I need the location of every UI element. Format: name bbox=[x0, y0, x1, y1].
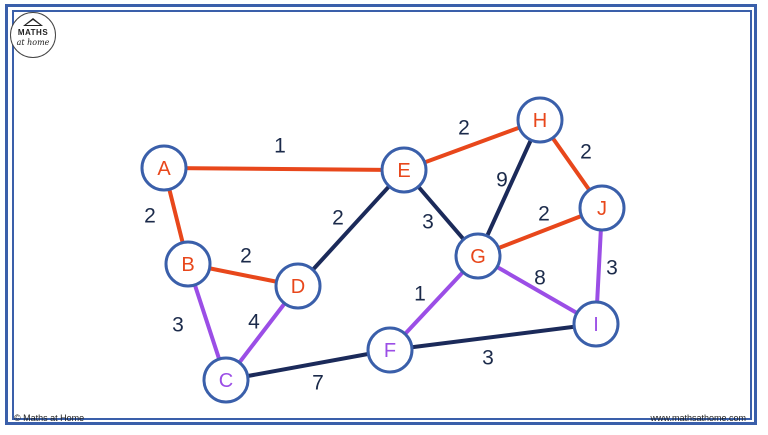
weight-f-i: 3 bbox=[482, 347, 494, 370]
node-g: G bbox=[454, 232, 502, 280]
node-circle bbox=[578, 184, 626, 232]
edge-a-e bbox=[162, 166, 406, 172]
weight-a-e: 1 bbox=[274, 135, 286, 158]
weights-layer: 1 2 2 3 4 2 7 2 3 9 2 2 1 8 3 3 bbox=[144, 117, 618, 395]
node-label: F bbox=[384, 340, 396, 362]
weight-c-f: 7 bbox=[312, 372, 324, 395]
edge-h-g bbox=[476, 118, 542, 258]
website-url: www.mathsathome.com bbox=[650, 413, 746, 423]
node-circle bbox=[140, 144, 188, 192]
copyright-text: © Maths at Home bbox=[14, 413, 85, 423]
node-c: C bbox=[202, 356, 250, 404]
edge-f-i bbox=[388, 322, 598, 352]
weight-a-b: 2 bbox=[144, 205, 156, 228]
node-circle bbox=[380, 146, 428, 194]
node-circle bbox=[366, 326, 414, 374]
node-b: B bbox=[164, 240, 212, 288]
node-i: I bbox=[572, 300, 620, 348]
house-roof-icon bbox=[23, 18, 43, 26]
nodes-layer: A B C D E F G H I J bbox=[140, 96, 626, 404]
node-circle bbox=[202, 356, 250, 404]
weight-g-j: 2 bbox=[538, 203, 550, 226]
weight-b-c: 3 bbox=[172, 314, 184, 337]
node-j: J bbox=[578, 184, 626, 232]
node-a: A bbox=[140, 144, 188, 192]
node-d: D bbox=[274, 262, 322, 310]
node-f: F bbox=[366, 326, 414, 374]
weight-c-d: 4 bbox=[248, 311, 260, 334]
node-label: G bbox=[470, 246, 486, 268]
maths-at-home-logo: MATHS at home bbox=[10, 12, 56, 58]
node-label: C bbox=[219, 370, 233, 392]
node-h: H bbox=[516, 96, 564, 144]
node-label: D bbox=[291, 276, 305, 298]
outer-frame bbox=[5, 4, 757, 425]
node-label: B bbox=[181, 254, 194, 276]
node-circle bbox=[454, 232, 502, 280]
node-label: H bbox=[533, 110, 547, 132]
node-circle bbox=[164, 240, 212, 288]
edge-e-h bbox=[402, 118, 542, 172]
node-circle bbox=[516, 96, 564, 144]
node-e: E bbox=[380, 146, 428, 194]
weight-j-i: 3 bbox=[606, 257, 618, 280]
weight-e-g: 3 bbox=[422, 211, 434, 234]
node-circle bbox=[572, 300, 620, 348]
node-circle bbox=[274, 262, 322, 310]
node-label: I bbox=[593, 314, 599, 336]
weight-e-h: 2 bbox=[458, 117, 470, 140]
inner-frame bbox=[12, 10, 752, 420]
weight-d-e: 2 bbox=[332, 207, 344, 230]
logo-line-2: at home bbox=[16, 38, 50, 47]
weight-g-i: 8 bbox=[534, 267, 546, 290]
weight-b-d: 2 bbox=[240, 245, 252, 268]
node-label: J bbox=[597, 198, 607, 220]
weight-h-j: 2 bbox=[580, 141, 592, 164]
weight-f-g: 1 bbox=[414, 283, 426, 306]
logo-line-1: MATHS bbox=[17, 28, 49, 37]
node-label: A bbox=[157, 158, 171, 180]
edge-c-f bbox=[224, 348, 392, 382]
node-label: E bbox=[397, 160, 410, 182]
weight-h-g: 9 bbox=[496, 169, 508, 192]
edge-d-e bbox=[296, 168, 406, 288]
